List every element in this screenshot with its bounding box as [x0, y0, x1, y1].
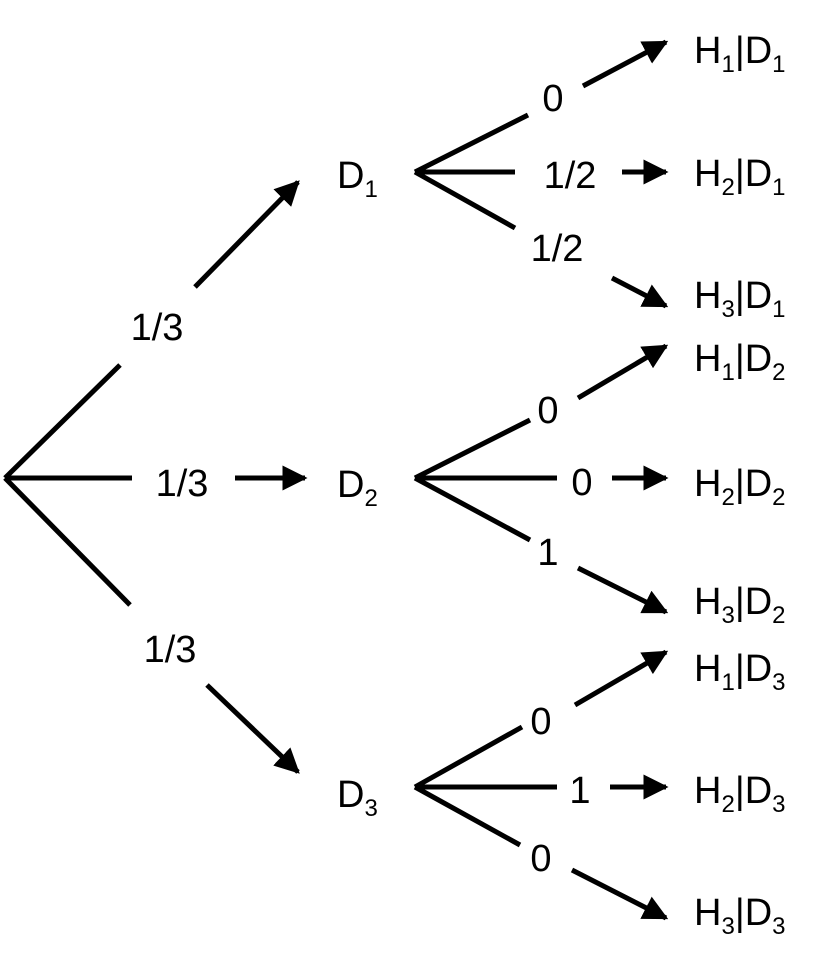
arrow-to-h3-given-d2: [576, 565, 669, 615]
edge-root-to-d3: [3, 476, 132, 607]
edge-d2-h3: [413, 475, 532, 543]
arrow-to-d1: [193, 180, 300, 289]
node-subscript: 2: [364, 485, 377, 512]
leaf-h3-given-d1: H3|D1: [694, 275, 786, 323]
edge-d2-h1: [413, 417, 532, 481]
leaf-h2-given-d3: H2|D3: [694, 770, 786, 818]
leaf-d-subscript: 1: [772, 51, 785, 78]
leaf-d-subscript: 2: [772, 602, 785, 629]
leaf-d-subscript: 2: [772, 484, 785, 511]
leaf-h-subscript: 3: [721, 602, 734, 629]
probability-label-h3-given-d3: 0: [530, 838, 551, 880]
arrow-to-h1-given-d1: [581, 39, 669, 89]
probability-label-d2: 1/3: [156, 463, 209, 505]
leaf-h2-given-d1: H2|D1: [694, 153, 786, 201]
leaf-h3-given-d3: H3|D3: [694, 892, 786, 940]
leaf-d-subscript: 1: [772, 174, 785, 201]
arrow-to-d3: [205, 683, 300, 774]
probability-label-h1-given-d3: 0: [530, 701, 551, 743]
edge-d1-h1: [413, 112, 530, 175]
arrow-to-h1-given-d3: [573, 649, 669, 708]
probability-label-h3-given-d1: 1/2: [531, 228, 584, 270]
edge-d3-h1: [413, 724, 524, 790]
leaf-d-subscript: 1: [772, 296, 785, 323]
probability-label-d1: 1/3: [131, 307, 184, 349]
leaf-h3-given-d2: H3|D2: [694, 581, 786, 629]
leaf-h2-given-d2: H2|D2: [694, 463, 786, 511]
edge-root-to-d1: [3, 363, 122, 480]
leaf-h-subscript: 1: [721, 51, 734, 78]
leaf-h-subscript: 1: [721, 669, 734, 696]
edge-d3-h3: [413, 784, 522, 848]
node-d3: D3: [337, 774, 378, 822]
leaf-h-subscript: 1: [721, 359, 734, 386]
node-subscript: 3: [364, 795, 377, 822]
leaf-h1-given-d3: H1|D3: [694, 648, 786, 696]
leaf-h1-given-d2: H1|D2: [694, 338, 786, 386]
probability-label-h1-given-d2: 0: [537, 390, 558, 432]
node-d2: D2: [337, 464, 378, 512]
probability-label-h3-given-d2: 1: [537, 532, 558, 574]
leaf-d-subscript: 3: [772, 669, 785, 696]
leaf-h-subscript: 2: [721, 484, 734, 511]
node-d1: D1: [337, 155, 378, 203]
node-subscript: 1: [364, 176, 377, 203]
leaf-h1-given-d1: H1|D1: [694, 30, 786, 78]
arrow-to-h3-given-d1: [610, 275, 669, 309]
leaf-h-subscript: 3: [721, 913, 734, 940]
leaf-h-subscript: 3: [721, 296, 734, 323]
probability-label-d3: 1/3: [144, 629, 197, 671]
arrow-to-h3-given-d3: [570, 867, 669, 921]
edge-d1-h3: [413, 169, 517, 231]
probability-label-h2-given-d1: 1/2: [544, 155, 597, 197]
leaf-h-subscript: 2: [721, 174, 734, 201]
leaf-d-subscript: 3: [772, 791, 785, 818]
leaf-d-subscript: 3: [772, 913, 785, 940]
arrow-to-h1-given-d2: [576, 343, 669, 401]
probability-label-h1-given-d1: 0: [542, 78, 563, 120]
probability-label-h2-given-d2: 0: [571, 462, 592, 504]
leaf-d-subscript: 2: [772, 359, 785, 386]
probability-label-h2-given-d3: 1: [569, 770, 590, 812]
leaf-h-subscript: 2: [721, 791, 734, 818]
